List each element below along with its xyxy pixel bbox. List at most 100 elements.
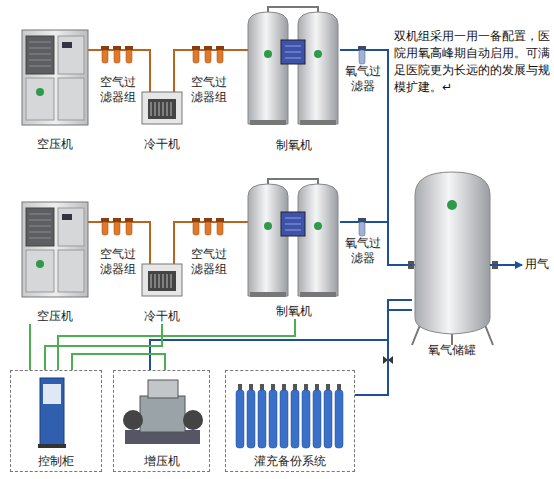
oxygen-filter: [358, 218, 366, 236]
control-cabinet: [43, 384, 61, 404]
air-filter-group: [125, 46, 133, 63]
equipment-label: 增压机: [144, 454, 180, 469]
supply-arrow: [490, 265, 522, 266]
booster-box: 增压机: [113, 370, 210, 472]
air-compressor: [22, 30, 88, 125]
air-filter-group: [204, 218, 212, 235]
equipment-label: 冷干机: [144, 309, 180, 324]
pipe-connector: [174, 50, 188, 92]
air-filter-group: 空气过滤器组: [97, 212, 139, 277]
control-cabinet: [38, 444, 66, 448]
pipe-connector: [382, 222, 412, 265]
air-filter-group: [125, 218, 133, 235]
pipe-connector: [340, 221, 344, 223]
cylinder-bank: [269, 384, 277, 448]
cylinder-filling-box: 灌充备份系统: [225, 370, 355, 472]
equipment-label: 空气过滤器组: [99, 247, 137, 277]
pipe-connector: [72, 354, 165, 370]
control-cabinet: [38, 378, 66, 448]
air-filter-group: [101, 46, 109, 63]
oxygen-generator: [248, 7, 338, 297]
air-compressor: [22, 30, 88, 297]
pipe-connector: [88, 49, 97, 51]
equipment-label: 空气过滤器组: [190, 247, 228, 277]
oxygen-tank: [447, 200, 457, 210]
air-filter-group: 空气过滤器组: [188, 212, 230, 277]
cylinder-bank: [313, 384, 321, 448]
pipe-connector: [355, 310, 412, 395]
air-filter-group: [204, 46, 212, 63]
air-filter-group: [101, 218, 109, 235]
oxygen-tank: [408, 172, 498, 345]
oxygen-tank: [415, 172, 490, 334]
cylinder-bank: [302, 384, 310, 448]
description-note: 双机组采用一用一备配置，医院用氧高峰期自动启用。可满足医院更为长远的的发展与规模…: [394, 28, 550, 96]
pipe-connector: [58, 319, 295, 370]
equipment-label: 灌充备份系统: [254, 454, 326, 469]
equipment-label: 氧气过滤器: [344, 64, 382, 94]
equipment-label: 控制柜: [38, 454, 74, 469]
outlet-label: 用气: [525, 256, 554, 273]
cylinder-bank: [335, 384, 343, 448]
pipe-connector: [230, 221, 248, 223]
air-filter-group: [113, 46, 121, 63]
equipment-label: 空气过滤器组: [190, 75, 228, 105]
air-filter-group: [192, 218, 200, 235]
oxygen-filter: 氧气过滤器: [344, 38, 382, 94]
control-cabinet-box: 控制柜: [10, 370, 102, 472]
air-filter-group: [216, 46, 224, 63]
equipment-label: 空气过滤器组: [99, 75, 137, 105]
refrigerated-dryer: 冷干机: [142, 92, 182, 152]
cylinder-bank: [236, 384, 244, 448]
oxygen-generator: 制氧机: [248, 184, 340, 319]
equipment-label: 氧气储罐: [428, 343, 476, 358]
oxygen-generator: 制氧机: [248, 12, 340, 153]
oxygen-generator: [248, 179, 338, 297]
air-filter-group: [101, 46, 224, 235]
cylinder-bank: [236, 384, 343, 448]
oxygen-tank: 氧气储罐: [412, 168, 492, 358]
refrigerated-dryer: [142, 264, 182, 296]
refrigerated-dryer: [142, 92, 182, 296]
oxygen-filter: 氧气过滤器: [344, 210, 382, 266]
cylinder-bank: [291, 384, 299, 448]
booster-compressor: [148, 380, 178, 398]
refrigerated-dryer: [142, 92, 182, 124]
booster-compressor: [183, 410, 203, 430]
equipment-label: 冷干机: [144, 137, 180, 152]
pipe-connector: [45, 324, 162, 370]
pipe-connector: [88, 221, 97, 223]
pipe-connector: [139, 222, 150, 264]
supply-arrow: [490, 264, 522, 266]
equipment-label: 空压机: [37, 309, 73, 324]
oxygen-filter: [358, 46, 366, 64]
air-compressor: 空压机: [22, 30, 88, 152]
air-filter-group: 空气过滤器组: [97, 40, 139, 105]
pipe-connector: [230, 49, 248, 51]
air-pipe: [97, 50, 230, 222]
cylinder-bank: [280, 384, 288, 448]
pipe-connector: [139, 50, 150, 92]
air-filter-group: 空气过滤器组: [188, 40, 230, 105]
equipment-label: 氧气过滤器: [344, 236, 382, 266]
pipe-connector: [29, 324, 31, 370]
booster-compressor: [123, 410, 143, 430]
booster-compressor: [123, 380, 203, 444]
cylinder-bank: [247, 384, 255, 448]
air-compressor: [22, 202, 88, 297]
air-filter-group: [192, 46, 200, 63]
air-filter-group: [216, 218, 224, 235]
oxygen-generator: [248, 7, 338, 125]
control-cabinet: [40, 378, 64, 446]
refrigerated-dryer: 冷干机: [142, 264, 182, 324]
air-compressor: 空压机: [22, 202, 88, 324]
equipment-label: 空压机: [37, 137, 73, 152]
equipment-label: 制氧机: [276, 304, 312, 319]
pipe-connector: [174, 222, 188, 264]
cylinder-bank: [324, 384, 332, 448]
cylinder-bank: [258, 384, 266, 448]
pipe-connector: [340, 49, 344, 51]
equipment-label: 制氧机: [276, 138, 312, 153]
